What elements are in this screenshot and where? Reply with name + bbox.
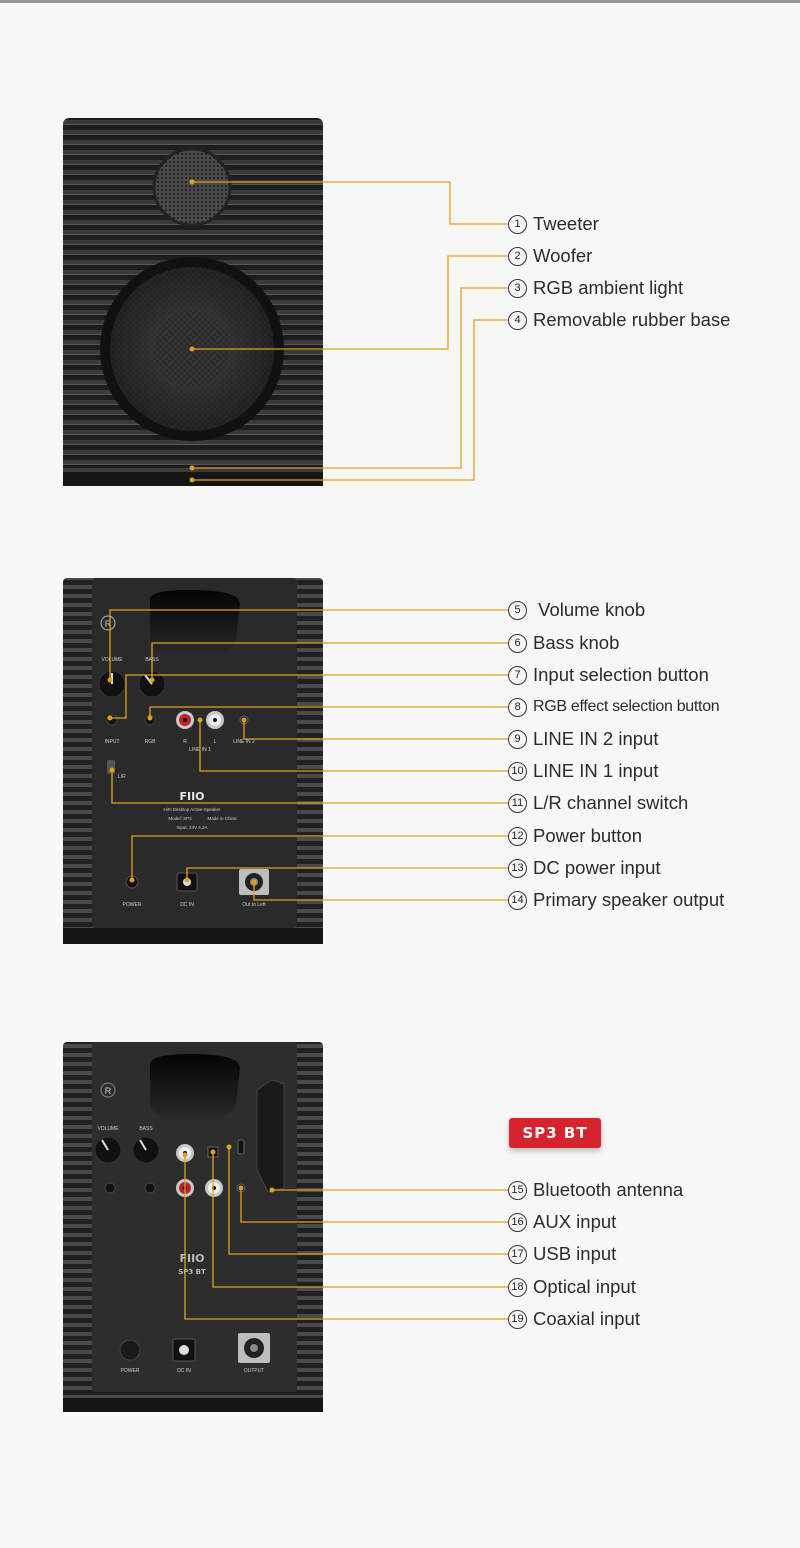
svg-text:FIIO: FIIO (179, 1252, 204, 1265)
svg-text:R: R (183, 739, 187, 745)
bass-port (149, 590, 240, 656)
svg-text:L: L (214, 739, 217, 745)
svg-text:BASS: BASS (139, 1126, 153, 1132)
svg-text:FIIO: FIIO (179, 790, 204, 803)
tweeter-grille (154, 149, 230, 225)
svg-text:VOLUME: VOLUME (97, 1126, 119, 1132)
svg-text:R: R (105, 1086, 112, 1096)
product-badge: SP3 BT (509, 1118, 601, 1148)
svg-text:OUTPUT: OUTPUT (244, 1368, 265, 1374)
usb-port[interactable] (237, 1139, 245, 1155)
svg-text:LINE IN 2: LINE IN 2 (233, 739, 255, 745)
svg-text:HiFi Desktop Active Speaker: HiFi Desktop Active Speaker (163, 807, 221, 812)
bass-port-bt (149, 1054, 240, 1120)
callout-volume-knob: 5 Volume knob (508, 598, 645, 622)
svg-text:SP3 BT: SP3 BT (178, 1268, 206, 1276)
svg-text:Out to Left: Out to Left (242, 902, 266, 908)
svg-text:VOLUME: VOLUME (101, 657, 123, 663)
svg-text:DC IN: DC IN (177, 1368, 191, 1374)
svg-text:POWER: POWER (121, 1368, 140, 1374)
rear-panel-sp3bt: R VOLUME BASS FIIO SP3 BT POWER DC IN OU… (63, 1042, 323, 1412)
leader-lines (109, 181, 508, 1320)
svg-text:RGB: RGB (145, 739, 157, 745)
bluetooth-antenna[interactable] (256, 1079, 285, 1193)
svg-text:L/R: L/R (118, 774, 126, 780)
svg-text:POWER: POWER (123, 902, 142, 908)
svg-text:Made in China: Made in China (207, 816, 237, 821)
power-button-bt[interactable] (119, 1339, 141, 1361)
top-divider (0, 0, 800, 3)
front-speaker (63, 118, 323, 486)
rear-panel-sp3: R VOLUME BASS INPUT RGB R L LINE IN 1 LI… (63, 578, 323, 944)
svg-text:INPUT: INPUT (105, 739, 120, 745)
svg-text:Model: SP3: Model: SP3 (168, 816, 192, 821)
svg-text:DC IN: DC IN (180, 902, 194, 908)
svg-text:Input: 24V 4.2A: Input: 24V 4.2A (176, 825, 207, 830)
leader-dots (107, 179, 275, 1193)
svg-text:R: R (105, 619, 112, 629)
